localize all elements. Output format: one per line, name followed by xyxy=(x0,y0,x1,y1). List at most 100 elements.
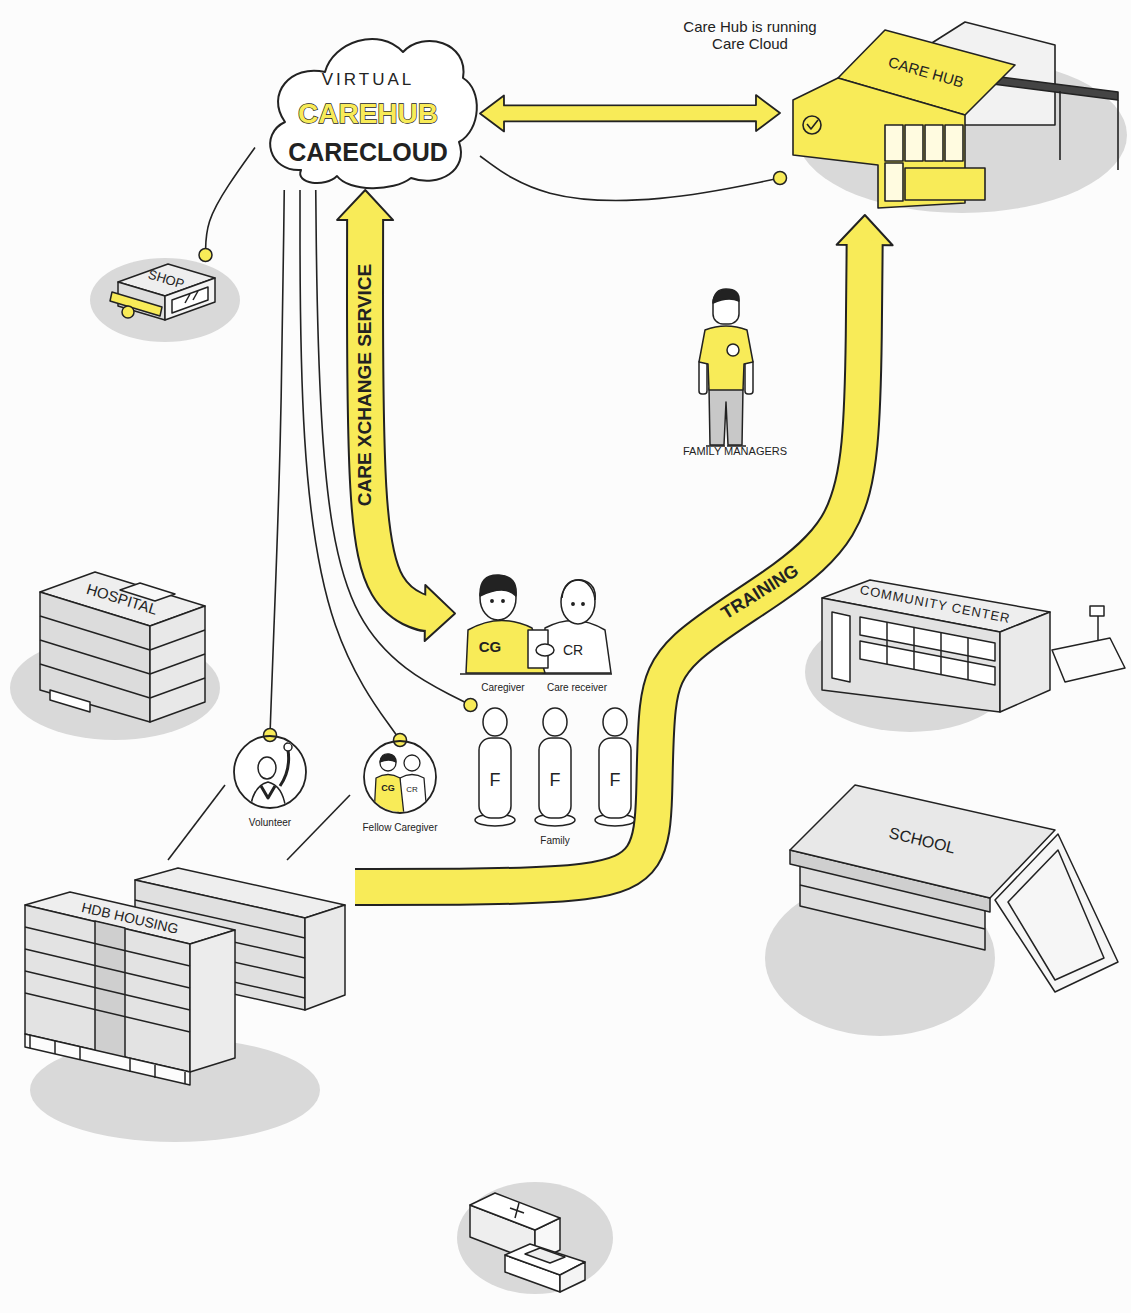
hospital-art xyxy=(40,572,205,722)
block-arrow xyxy=(480,95,780,131)
ground-shadow xyxy=(457,1182,613,1294)
building-name: HDB HOUSING xyxy=(80,899,180,937)
body xyxy=(250,782,286,812)
hand xyxy=(284,743,292,751)
stilt xyxy=(129,1059,131,1072)
volunteer-badge: Volunteer xyxy=(225,735,315,835)
car-front xyxy=(560,1262,585,1292)
role-label: Fellow Caregiver xyxy=(362,822,437,834)
volunteer-art xyxy=(234,736,306,812)
fellow-caregiver-art xyxy=(364,741,436,815)
window xyxy=(885,125,903,161)
stilt xyxy=(154,1065,156,1078)
care-hub-building: CARE HUB xyxy=(780,15,1125,215)
head xyxy=(258,757,276,779)
brand-name: CAREHUB xyxy=(298,98,438,130)
cc-end xyxy=(1000,612,1050,712)
shoe xyxy=(706,445,725,447)
school-art xyxy=(790,785,1118,992)
band-fill xyxy=(355,240,865,887)
window-divider xyxy=(886,622,888,664)
shop-sign xyxy=(122,306,134,318)
leader-line xyxy=(287,795,350,860)
ground-shadow xyxy=(90,258,240,342)
shirt-letters: CG xyxy=(381,783,395,793)
connector-stroke xyxy=(270,190,284,735)
caregiver-body xyxy=(374,775,404,816)
entrance-canopy xyxy=(50,690,90,712)
care-pair-art xyxy=(460,575,612,674)
receiver-head xyxy=(561,580,595,624)
cloud-outline xyxy=(255,20,480,190)
raised-arm xyxy=(280,750,289,786)
shoe xyxy=(727,445,746,447)
connector-line xyxy=(316,190,477,712)
roof-box xyxy=(120,583,175,601)
shop-side xyxy=(165,278,215,320)
role-label: Family xyxy=(540,835,569,847)
connector-line xyxy=(300,190,407,747)
shop-art xyxy=(110,264,215,320)
badge-fill xyxy=(234,736,306,808)
eye xyxy=(582,603,584,605)
ambulance-cross xyxy=(515,1203,519,1218)
stilt xyxy=(54,1041,56,1054)
shirt xyxy=(699,326,753,390)
end-dot xyxy=(199,249,212,262)
ambulance-top xyxy=(470,1193,560,1230)
hub-box xyxy=(905,168,985,200)
trousers xyxy=(709,388,743,445)
window-divider xyxy=(913,627,915,669)
circle-outline xyxy=(225,735,315,835)
thick-arrow xyxy=(355,215,893,887)
thick-arrow xyxy=(337,190,455,641)
car-roof xyxy=(525,1248,565,1263)
family-art xyxy=(475,708,635,826)
hoop-post xyxy=(1097,614,1099,640)
vehicles-art xyxy=(470,1193,585,1292)
body-letter: F xyxy=(610,770,621,791)
caregiver-hair xyxy=(480,575,516,596)
pergola-post xyxy=(1117,100,1119,170)
building-name: SHOP xyxy=(146,267,186,292)
connector-stroke xyxy=(316,190,471,705)
building-name: COMMUNITY CENTER xyxy=(858,583,1011,627)
corridor-line xyxy=(25,927,190,966)
eye xyxy=(572,603,574,605)
shirt-logo xyxy=(727,344,739,356)
caregiver-hair xyxy=(380,754,396,762)
shop-awning xyxy=(110,292,162,316)
cloud-title: CARECLOUD xyxy=(288,138,448,167)
arm xyxy=(745,360,753,394)
school-building: SCHOOL xyxy=(765,780,1115,1035)
connector-stroke xyxy=(287,795,350,860)
circle-outline xyxy=(350,740,450,840)
community-center-building: COMMUNITY CENTER xyxy=(805,570,1120,730)
hospital-side xyxy=(40,592,150,722)
backboard xyxy=(1090,606,1104,616)
cc-front xyxy=(822,598,1000,712)
connector-line xyxy=(199,148,255,262)
shirt-letters: CG xyxy=(479,638,502,655)
role-label: Caregiver xyxy=(481,682,524,694)
block-end xyxy=(190,930,235,1072)
leader-line xyxy=(168,785,225,860)
glass-glint xyxy=(193,291,198,300)
building-name: CARE HUB xyxy=(886,53,965,91)
floor-line xyxy=(150,630,205,650)
hub-logo-check xyxy=(807,120,818,129)
window-divider xyxy=(967,638,969,680)
cloud-node: VIRTUALCAREHUBCARECLOUD xyxy=(255,20,480,190)
stilt xyxy=(184,1072,186,1084)
figure-head xyxy=(543,708,567,736)
connector-line xyxy=(480,156,787,200)
volunteer-figure xyxy=(250,743,292,812)
family-figures: FFFFamily xyxy=(462,705,632,850)
role-label: Volunteer xyxy=(249,817,291,829)
figure-body xyxy=(479,738,511,818)
double-arrow xyxy=(480,95,780,131)
hub-logo xyxy=(803,116,821,134)
